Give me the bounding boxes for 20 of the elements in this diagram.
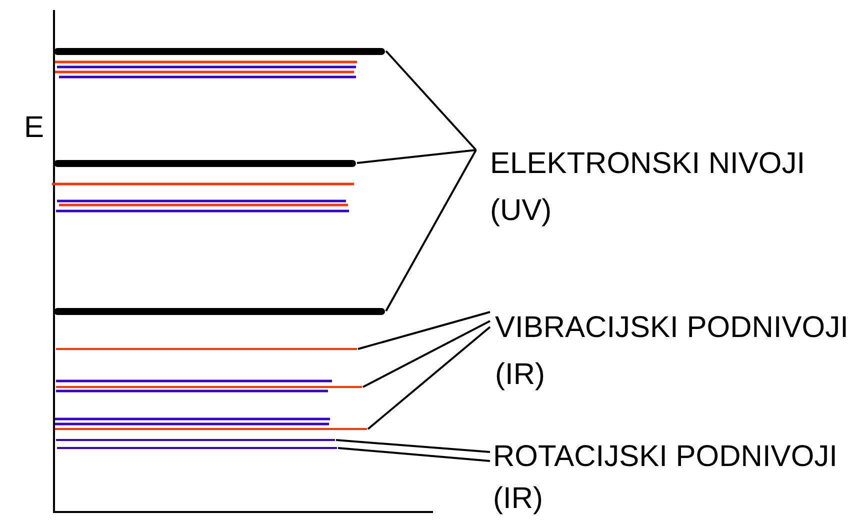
leader-line — [367, 326, 491, 430]
rotational-level-line — [57, 447, 337, 449]
leader-line — [385, 50, 477, 151]
vibrational-level-line — [56, 386, 362, 388]
vibrational-level-line — [55, 428, 367, 430]
axis-label: E — [24, 110, 44, 146]
level-group-label: ROTACIJSKI PODNIVOJI (IR) — [490, 436, 865, 520]
electronic-level-bar — [54, 308, 385, 314]
electronic-level-bar — [54, 48, 385, 54]
level-group-label: VIBRACIJSKI PODNIVOJI (IR) — [490, 304, 865, 398]
leader-line — [358, 311, 490, 350]
leader-line — [336, 439, 490, 453]
leader-line — [362, 320, 490, 388]
leader-line — [356, 149, 476, 164]
vibrational-level-line — [56, 348, 357, 350]
leader-line — [338, 447, 490, 462]
level-group-label: ELEKTRONSKI NIVOJI (UV) — [476, 140, 836, 234]
electronic-level-bar — [54, 160, 356, 166]
rotational-level-line — [56, 439, 335, 441]
leader-line — [385, 150, 477, 312]
